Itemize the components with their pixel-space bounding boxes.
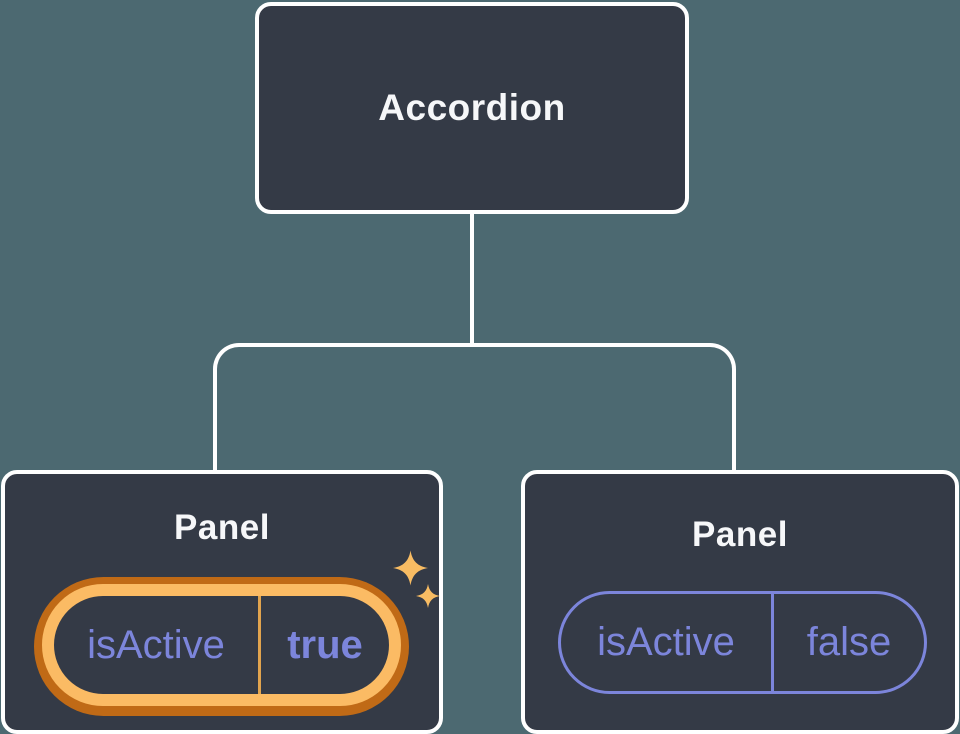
sparkle-icon-small [416, 584, 440, 608]
state-pill: isActive false [558, 591, 927, 694]
connector-root-stem [470, 212, 474, 345]
state-key: isActive [87, 622, 225, 667]
state-value: false [806, 620, 892, 664]
connector-branch-bracket [213, 343, 736, 471]
sparkle-icon-large [393, 550, 428, 586]
state-pill-highlight-ring: isActive true [34, 577, 409, 716]
state-value: true [287, 622, 363, 667]
state-pill-divider [771, 594, 774, 691]
state-key: isActive [597, 620, 735, 664]
state-pill: isActive true [42, 584, 401, 706]
component-node-accordion: Accordion [255, 2, 689, 214]
component-node-panel-inactive: Panel isActive false [521, 470, 959, 734]
panel-label: Panel [174, 508, 270, 547]
state-pill-divider [258, 596, 261, 694]
component-node-panel-active: Panel isActive true [1, 470, 443, 734]
panel-label: Panel [692, 515, 788, 554]
accordion-label: Accordion [378, 87, 566, 128]
